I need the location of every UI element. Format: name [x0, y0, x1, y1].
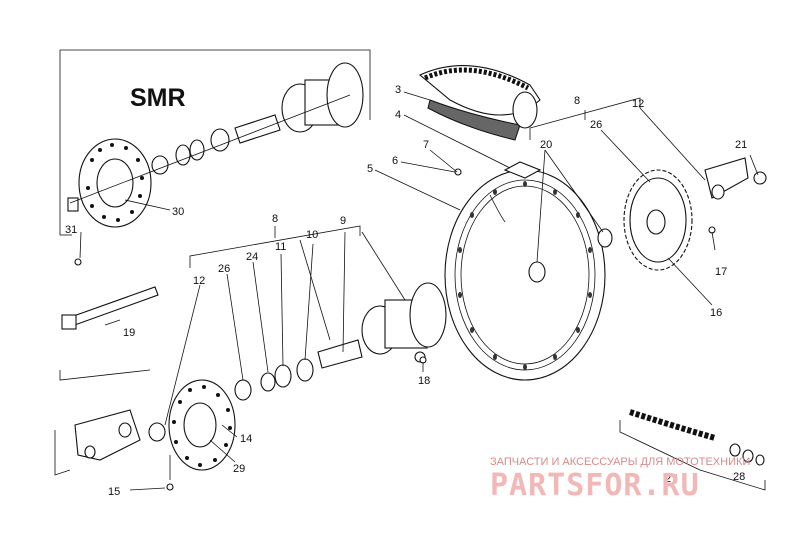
callout-11: 10 — [306, 229, 318, 241]
callout-12-right: 12 — [632, 98, 644, 110]
drive-chain — [629, 409, 765, 466]
wheel-rim — [444, 161, 606, 381]
callout-24: 24 — [246, 251, 258, 263]
callout-26-left: 26 — [218, 263, 230, 275]
callout-8-left: 8 — [272, 213, 278, 225]
callout-10: 11 — [275, 241, 286, 253]
callout-7: 7 — [423, 139, 429, 151]
smr-hub-parts — [67, 62, 364, 212]
callout-27: 27 — [665, 473, 677, 485]
callout-31: 31 — [65, 224, 77, 236]
chain-adjuster-right — [704, 157, 767, 200]
callout-3: 3 — [395, 84, 401, 96]
callout-29: 29 — [233, 463, 245, 475]
callout-18: 18 — [418, 375, 430, 387]
callout-21: 21 — [735, 139, 747, 151]
watermark-logo: PARTSFOR.RU — [490, 468, 700, 503]
callout-labels: 3 4 5 6 7 8 12 26 20 21 30 31 8 9 10 11 … — [65, 84, 747, 498]
callout-17: 17 — [715, 266, 727, 278]
smr-brake-disc — [78, 138, 152, 228]
main-hub — [234, 282, 447, 401]
callout-6: 6 — [392, 155, 398, 167]
callout-14: 14 — [240, 433, 252, 445]
rear-axle — [61, 286, 159, 330]
callout-5: 5 — [367, 163, 373, 175]
callout-15: 15 — [108, 486, 120, 498]
small-bolts — [74, 168, 716, 491]
smr-variant-label: SMR — [130, 84, 186, 112]
watermark: ЗАПЧАСТИ И АКСЕССУАРЫ ДЛЯ МОТОТЕХНИКИ PA… — [490, 456, 750, 503]
callout-26-right: 26 — [590, 119, 602, 131]
callout-4: 4 — [395, 109, 401, 121]
watermark-caption: ЗАПЧАСТИ И АКСЕССУАРЫ ДЛЯ МОТОТЕХНИКИ — [490, 456, 750, 468]
chain-adjuster-left — [54, 409, 141, 476]
callout-9: 9 — [340, 215, 346, 227]
right-spacer — [597, 228, 613, 248]
group-brackets — [59, 97, 766, 491]
tire — [418, 65, 541, 141]
rear-sprocket — [623, 169, 693, 271]
callout-28: 28 — [733, 471, 745, 483]
callout-20: 20 — [540, 139, 552, 151]
callout-30: 30 — [172, 206, 184, 218]
leader-lines — [79, 91, 759, 491]
callout-8-right: 8 — [574, 95, 580, 107]
callout-16: 16 — [710, 307, 722, 319]
smr-inset-frame — [59, 49, 371, 236]
callout-12-left: 12 — [193, 275, 205, 287]
callout-19: 19 — [123, 327, 135, 339]
